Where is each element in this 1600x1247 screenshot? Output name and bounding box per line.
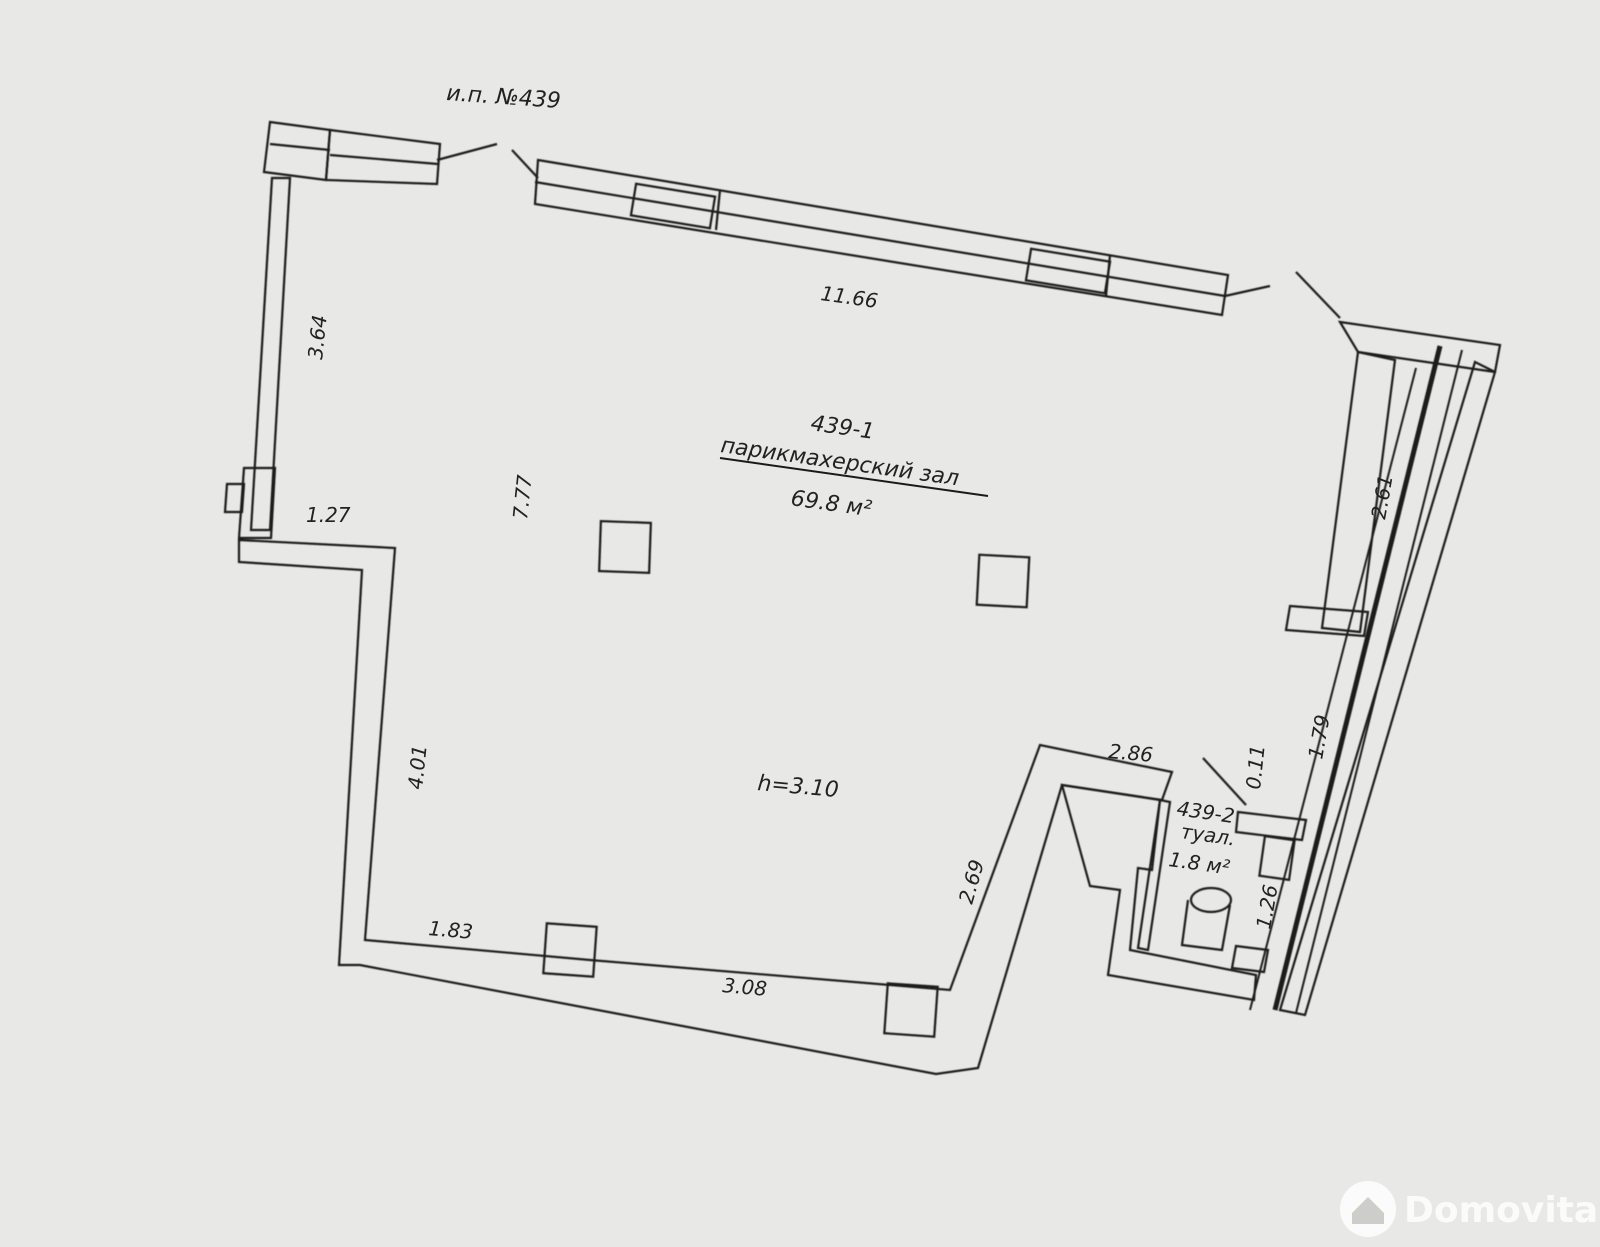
dim-inner-height: 7.77 bbox=[508, 473, 537, 520]
watermark: Domovita bbox=[1340, 1181, 1598, 1237]
column-1 bbox=[598, 520, 652, 574]
top-wall bbox=[511, 149, 1341, 319]
domovita-logo-icon bbox=[1340, 1181, 1396, 1237]
dim-toilet-top: 2.86 bbox=[1108, 739, 1154, 767]
column-4 bbox=[883, 982, 939, 1038]
dim-left-lower: 4.01 bbox=[403, 744, 432, 791]
column-3 bbox=[542, 922, 598, 978]
dim-left-upper: 3.64 bbox=[303, 314, 332, 361]
right-wall bbox=[1249, 320, 1502, 1017]
right-partition-stub bbox=[1284, 604, 1370, 638]
left-niche bbox=[223, 466, 277, 540]
dim-bottom-middle: 3.08 bbox=[722, 973, 768, 1001]
dim-bottom-left: 1.83 bbox=[428, 916, 474, 944]
dim-left-step: 1.27 bbox=[306, 503, 351, 527]
columns bbox=[542, 520, 1031, 1038]
watermark-brand: Domovita bbox=[1404, 1190, 1598, 1231]
top-left-wall bbox=[262, 120, 498, 186]
room-name-underline bbox=[719, 457, 989, 497]
column-2 bbox=[975, 553, 1031, 609]
left-wall-upper bbox=[249, 176, 292, 532]
toilet-walls bbox=[1060, 757, 1308, 1002]
dim-toilet-gap: 0.11 bbox=[1241, 744, 1270, 791]
